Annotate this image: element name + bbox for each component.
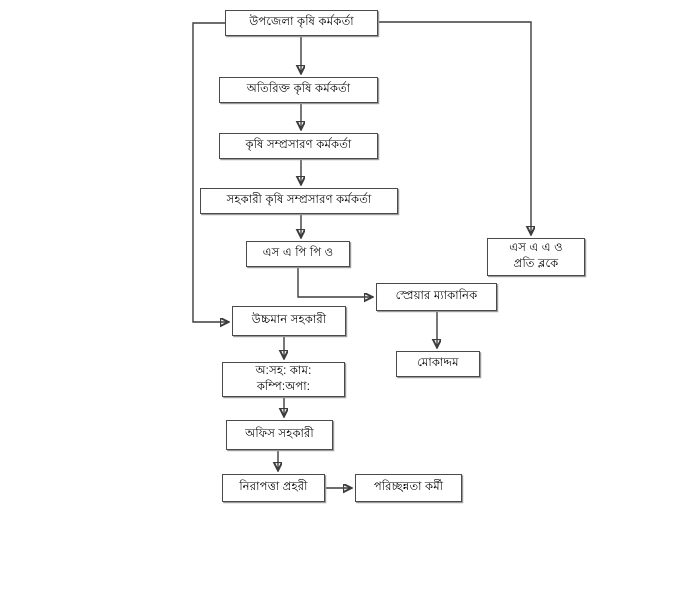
node-sohokari-krishi-somprosaron-karmakarta[interactable]: সহকারী কৃষি সম্প্রসারণ কর্মকর্তা (200, 188, 398, 214)
connector-e5 (378, 21, 531, 234)
node-label-line2: প্রতি ব্লকে (513, 258, 559, 270)
node-label: মোকাদ্দম (417, 357, 459, 370)
node-nirapotta-prohori[interactable]: নিরাপত্তা প্রহরী (222, 474, 325, 502)
node-saao-proti-bloke[interactable]: এস এ এ ও প্রতি ব্লকে (487, 238, 585, 276)
node-label: স্প্রেয়ার ম্যাকানিক (395, 290, 478, 303)
node-label-line1: অ:সহ: কাম: (255, 364, 312, 377)
node-label: উপজেলা কৃষি কর্মকর্তা (249, 16, 354, 29)
node-label-line1: এস এ এ ও (509, 242, 563, 255)
node-label: এস এ পি পি ও (262, 247, 334, 260)
node-krishi-somprosaron-karmakarta[interactable]: কৃষি সম্প্রসারণ কর্মকর্তা (219, 133, 378, 159)
node-sprayer-mechanic[interactable]: স্প্রেয়ার ম্যাকানিক (376, 283, 497, 311)
node-upazila-krishi-karmakarta[interactable]: উপজেলা কৃষি কর্মকর্তা (225, 10, 378, 36)
connector-e7 (297, 267, 372, 297)
node-label: নিরাপত্তা প্রহরী (239, 481, 308, 494)
node-label: সহকারী কৃষি সম্প্রসারণ কর্মকর্তা (226, 194, 372, 207)
node-uchchoman-sohokari[interactable]: উচ্চমান সহকারী (232, 306, 346, 336)
node-atirikta-krishi-karmakarta[interactable]: অতিরিক্ত কৃষি কর্মকর্তা (219, 77, 378, 103)
node-label-line2: কম্পি:অপা: (256, 380, 311, 393)
node-label: পরিচ্ছন্নতা কর্মী (373, 481, 444, 494)
node-label: অতিরিক্ত কৃষি কর্মকর্তা (246, 83, 351, 96)
node-label: কৃষি সম্প্রসারণ কর্মকর্তা (245, 139, 352, 152)
node-sappo[interactable]: এস এ পি পি ও (246, 241, 350, 267)
node-osoho-kam-compi-opa[interactable]: অ:সহ: কাম: কম্পি:অপা: (222, 362, 345, 397)
node-label: উচ্চমান সহকারী (251, 314, 327, 327)
node-porichchhonnota-kormi[interactable]: পরিচ্ছন্নতা কর্মী (355, 474, 462, 502)
node-label: অফিস সহকারী (245, 428, 314, 441)
node-mokaddom[interactable]: মোকাদ্দম (396, 351, 480, 377)
node-office-sohokari[interactable]: অফিস সহকারী (226, 420, 333, 450)
connector-e6 (192, 22, 228, 322)
